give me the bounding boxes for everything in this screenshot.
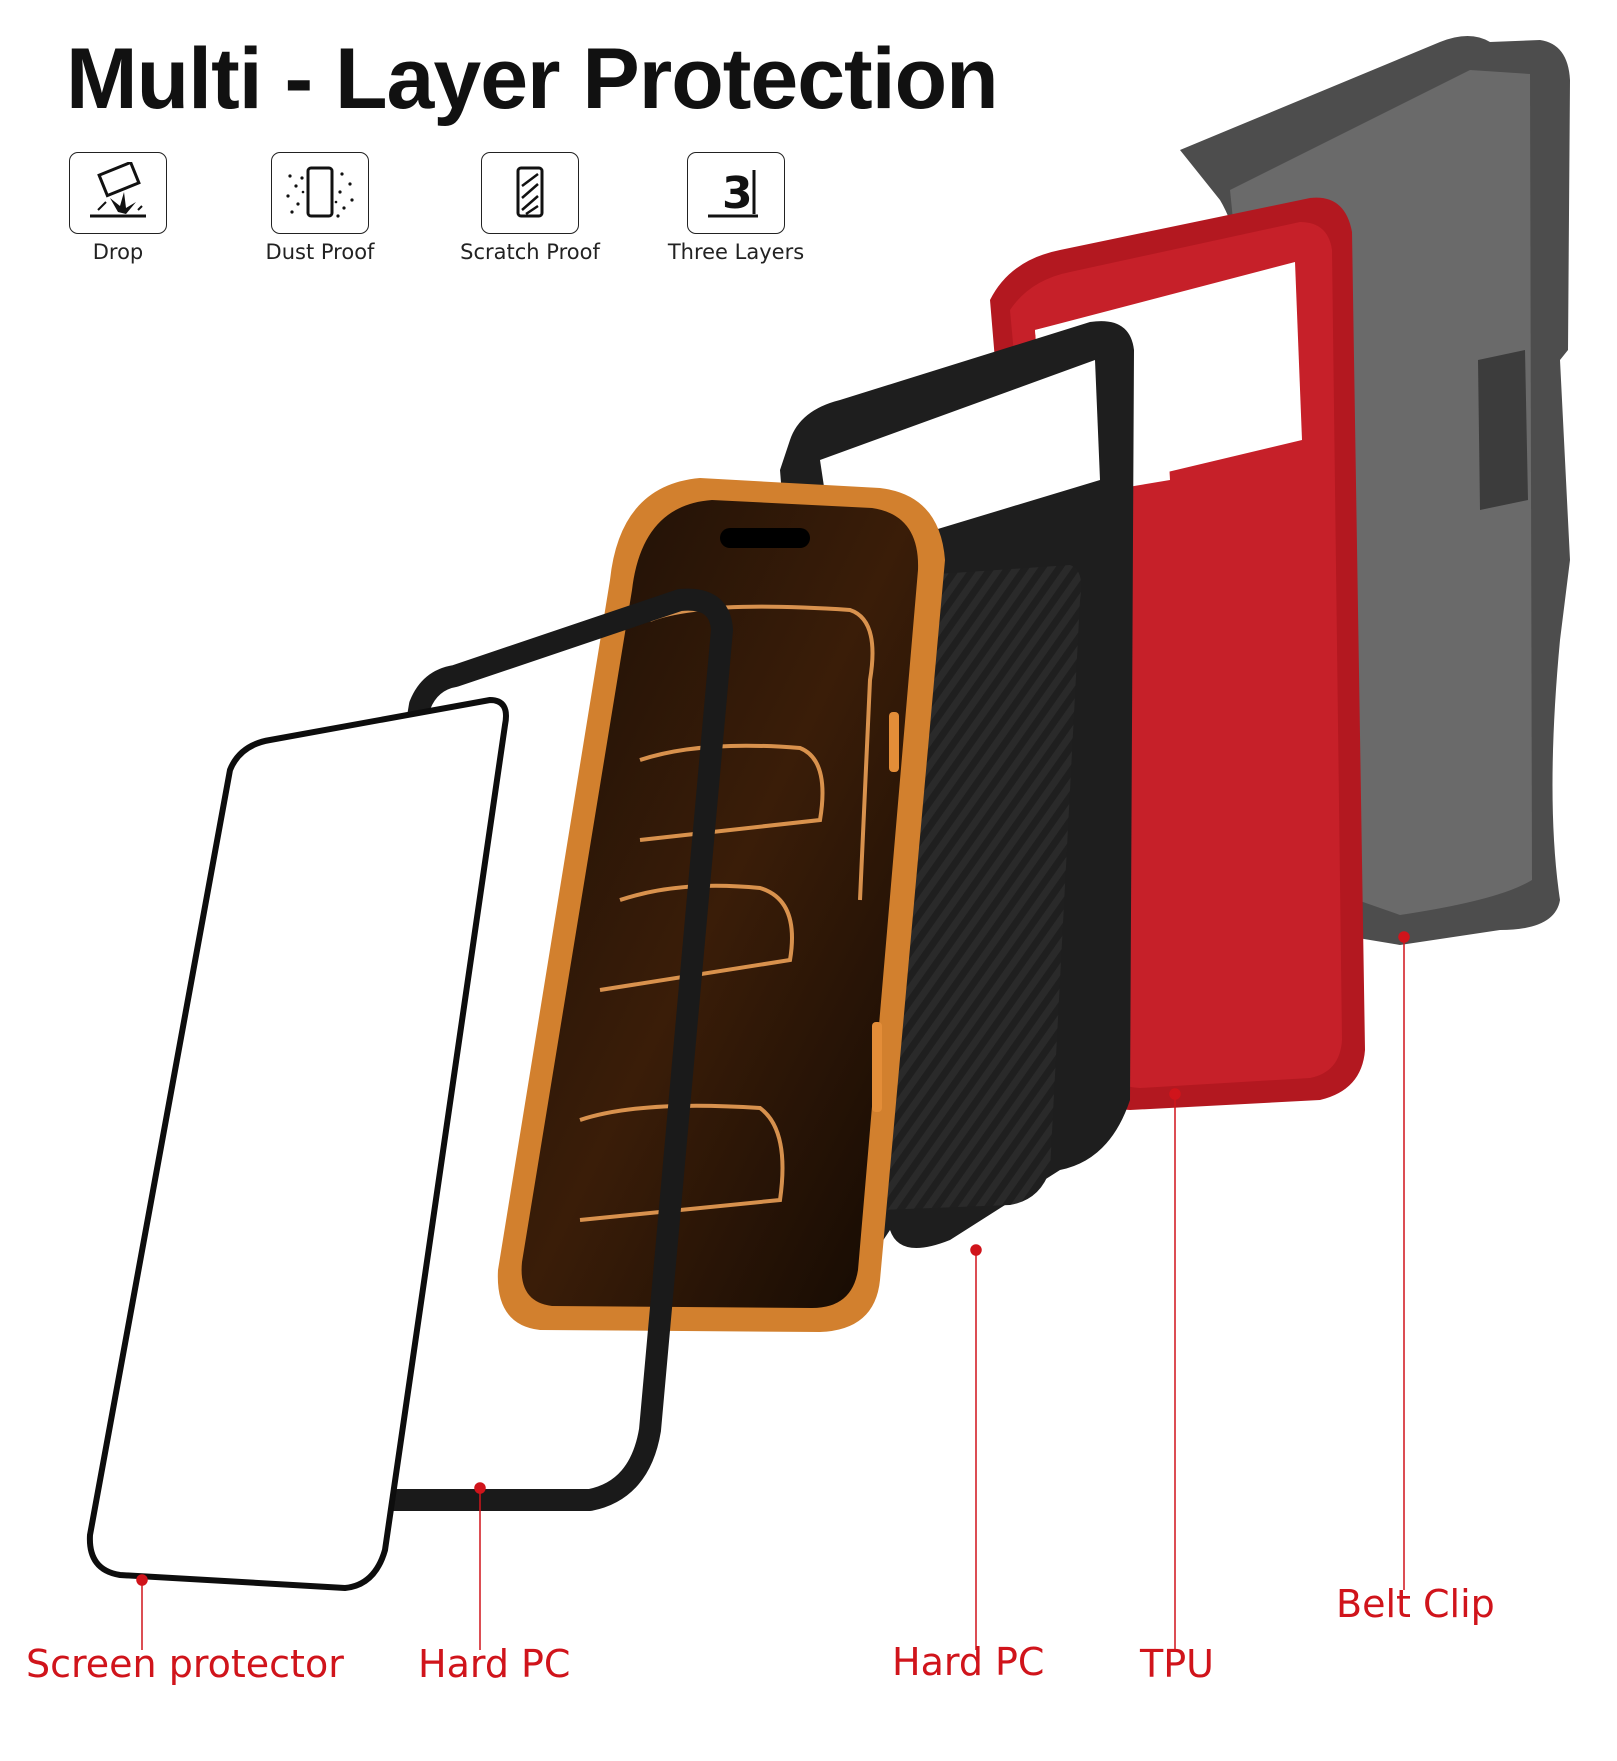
callout-hard-pc-back: Hard PC	[892, 1640, 1045, 1684]
feature-label: Scratch Proof	[460, 240, 600, 264]
scratch-proof-icon	[516, 166, 544, 218]
leader-dot	[1398, 931, 1410, 943]
svg-text:3: 3	[722, 168, 753, 219]
feature-label: Three Layers	[667, 240, 805, 264]
phone	[497, 478, 945, 1332]
callout-belt-clip: Belt Clip	[1336, 1582, 1495, 1626]
feature-label: Dust Proof	[265, 240, 375, 264]
page-title: Multi - Layer Protection	[66, 31, 999, 127]
callout-screen-protector: Screen protector	[26, 1642, 344, 1686]
leader-dot	[970, 1244, 982, 1256]
feature-drop: Drop	[28, 152, 208, 264]
leader-dot	[1169, 1088, 1181, 1100]
callout-leaders	[136, 931, 1410, 1650]
screen-protector	[86, 697, 509, 1591]
three-layers-icon: 3	[708, 168, 758, 219]
drop-icon	[90, 162, 146, 218]
leader-dot	[474, 1482, 486, 1494]
leader-dot	[136, 1574, 148, 1586]
feature-scratch-proof: Scratch Proof	[440, 152, 620, 264]
feature-label: Drop	[92, 240, 144, 264]
callout-tpu: TPU	[1140, 1642, 1214, 1686]
dust-proof-icon	[286, 166, 354, 218]
feature-dust-proof: Dust Proof	[230, 152, 410, 264]
callout-hard-pc-front: Hard PC	[418, 1642, 571, 1686]
feature-three-layers: 3 Three Layers	[646, 152, 826, 264]
